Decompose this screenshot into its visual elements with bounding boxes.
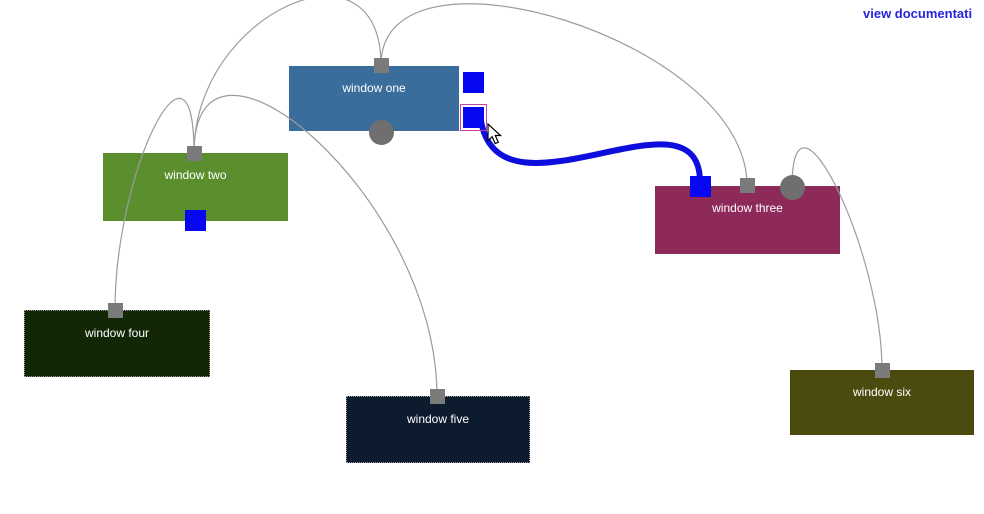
view-documentation-link[interactable]: view documentati — [863, 6, 973, 21]
endpoint-window-one-right-lower[interactable] — [459, 103, 487, 131]
window-label: window three — [712, 201, 783, 215]
endpoint-window-six-top[interactable] — [874, 362, 890, 378]
mouse-cursor — [487, 123, 503, 145]
window-label: window six — [852, 385, 912, 399]
endpoint-window-two-bottom[interactable] — [184, 209, 206, 231]
window-label: window four — [84, 326, 150, 340]
window-node-three[interactable]: window three — [655, 186, 840, 254]
connection-wire-window-two-top-to-window-five-top[interactable] — [193, 94, 438, 397]
window-label: window one — [342, 81, 406, 95]
endpoint-window-three-top[interactable] — [739, 177, 755, 193]
active-drag-connection[interactable] — [478, 120, 703, 183]
window-node-six[interactable]: window six — [790, 370, 974, 435]
window-node-four[interactable]: window four — [24, 310, 210, 377]
endpoint-window-three-right-circle[interactable] — [779, 174, 805, 200]
endpoint-window-five-top[interactable] — [429, 388, 445, 404]
endpoint-window-one-right-upper[interactable] — [462, 71, 484, 93]
endpoint-window-two-top[interactable] — [186, 145, 202, 161]
window-node-five[interactable]: window five — [346, 396, 530, 463]
window-label: window five — [406, 412, 470, 426]
connection-wire-window-three-right-circle-to-window-six-top[interactable] — [791, 147, 883, 371]
endpoint-window-one-bottom-circle[interactable] — [368, 119, 394, 145]
endpoint-window-one-top[interactable] — [373, 57, 389, 73]
window-label: window two — [164, 168, 227, 182]
endpoint-window-three-left[interactable] — [689, 175, 711, 197]
endpoint-window-four-top[interactable] — [107, 302, 123, 318]
